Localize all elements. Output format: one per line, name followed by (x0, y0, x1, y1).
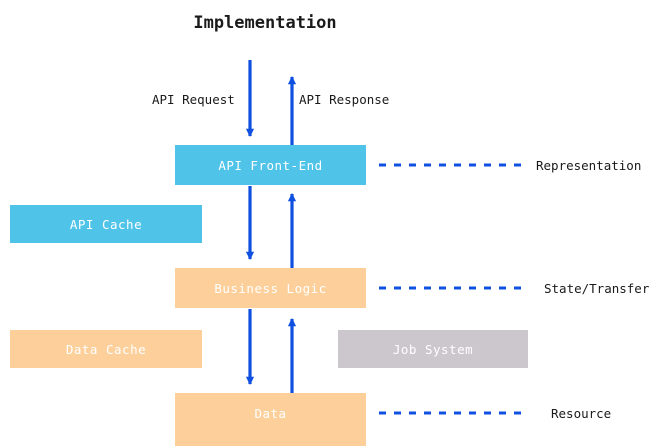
node-api-cache-label: API Cache (69, 216, 143, 232)
node-data-label: Data (254, 406, 287, 421)
node-api-front-end-label: API Front-End (218, 157, 323, 173)
node-job-system-label: Job System (392, 341, 474, 357)
node-api-cache[interactable]: API Cache (10, 205, 202, 243)
node-business-logic-label: Business Logic (214, 280, 327, 296)
node-data-cache[interactable]: Data Cache (10, 330, 202, 368)
node-api-front-end[interactable]: API Front-End (175, 145, 366, 185)
side-label-state-transfer: State/Transfer (544, 281, 650, 296)
diagram-title: Implementation (193, 13, 337, 33)
flow-label-api-response: API Response (299, 92, 390, 107)
side-label-resource: Resource (551, 406, 612, 421)
flow-label-api-request: API Request (152, 92, 235, 107)
node-job-system[interactable]: Job System (338, 330, 528, 368)
node-data-cache-label: Data Cache (65, 341, 147, 357)
node-business-logic[interactable]: Business Logic (175, 268, 366, 308)
node-data[interactable]: Data (175, 393, 366, 446)
side-label-representation: Representation (536, 158, 642, 173)
